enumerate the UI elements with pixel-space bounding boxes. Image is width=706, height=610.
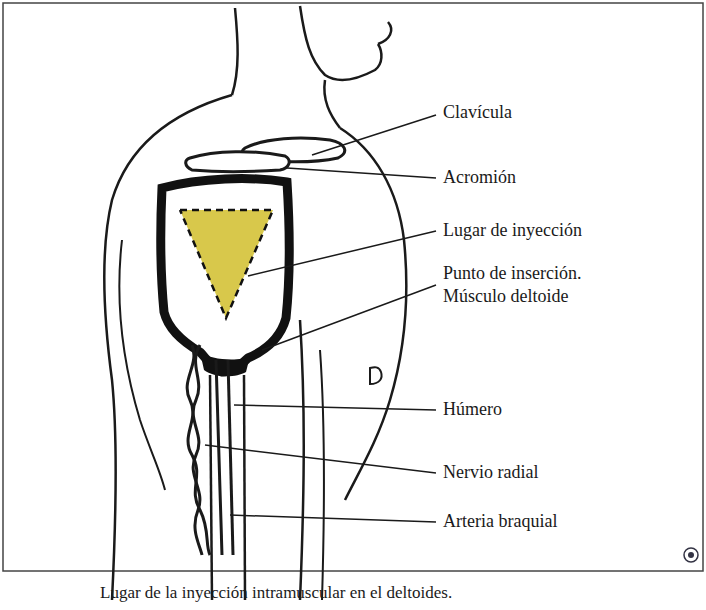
leader-line xyxy=(234,405,436,410)
neck-outline xyxy=(324,80,340,128)
deltoid-insertion xyxy=(200,352,250,376)
leader-line xyxy=(262,285,436,350)
leader-line xyxy=(287,168,436,178)
acromion xyxy=(186,152,289,172)
arm-outline-right xyxy=(300,320,304,600)
humerus-edge xyxy=(210,375,212,600)
brachial-artery xyxy=(216,360,222,555)
part-label: Arteria braquial xyxy=(443,510,663,533)
figure-caption: Lugar de la inyección intramuscular en e… xyxy=(100,582,452,603)
leader-line xyxy=(312,115,436,155)
radial-nerve xyxy=(193,345,202,555)
leader-line xyxy=(205,445,436,473)
jaw-outline xyxy=(378,22,391,44)
leader-line xyxy=(230,515,436,522)
brachial-artery xyxy=(228,360,233,555)
part-label: Acromión xyxy=(443,166,663,189)
frame xyxy=(3,3,703,571)
chin-outline xyxy=(300,6,381,80)
part-label: Húmero xyxy=(443,398,663,421)
injection-zone-border xyxy=(180,210,273,318)
humerus-edge xyxy=(244,375,245,600)
logo-mark xyxy=(688,552,694,558)
chest-line xyxy=(320,350,324,600)
part-label: Punto de inserción. Músculo deltoide xyxy=(443,262,623,308)
injection-zone xyxy=(180,210,273,318)
leader-line xyxy=(248,231,436,276)
nipple-mark xyxy=(370,367,382,384)
part-label: Nervio radial xyxy=(443,461,663,484)
logo-mark xyxy=(684,548,698,562)
neck-back xyxy=(232,8,238,95)
part-label: Clavícula xyxy=(443,101,663,124)
deltoid-muscle xyxy=(161,179,289,372)
radial-nerve xyxy=(187,345,210,555)
part-label: Lugar de inyección xyxy=(443,219,663,242)
torso-outline xyxy=(340,128,406,500)
